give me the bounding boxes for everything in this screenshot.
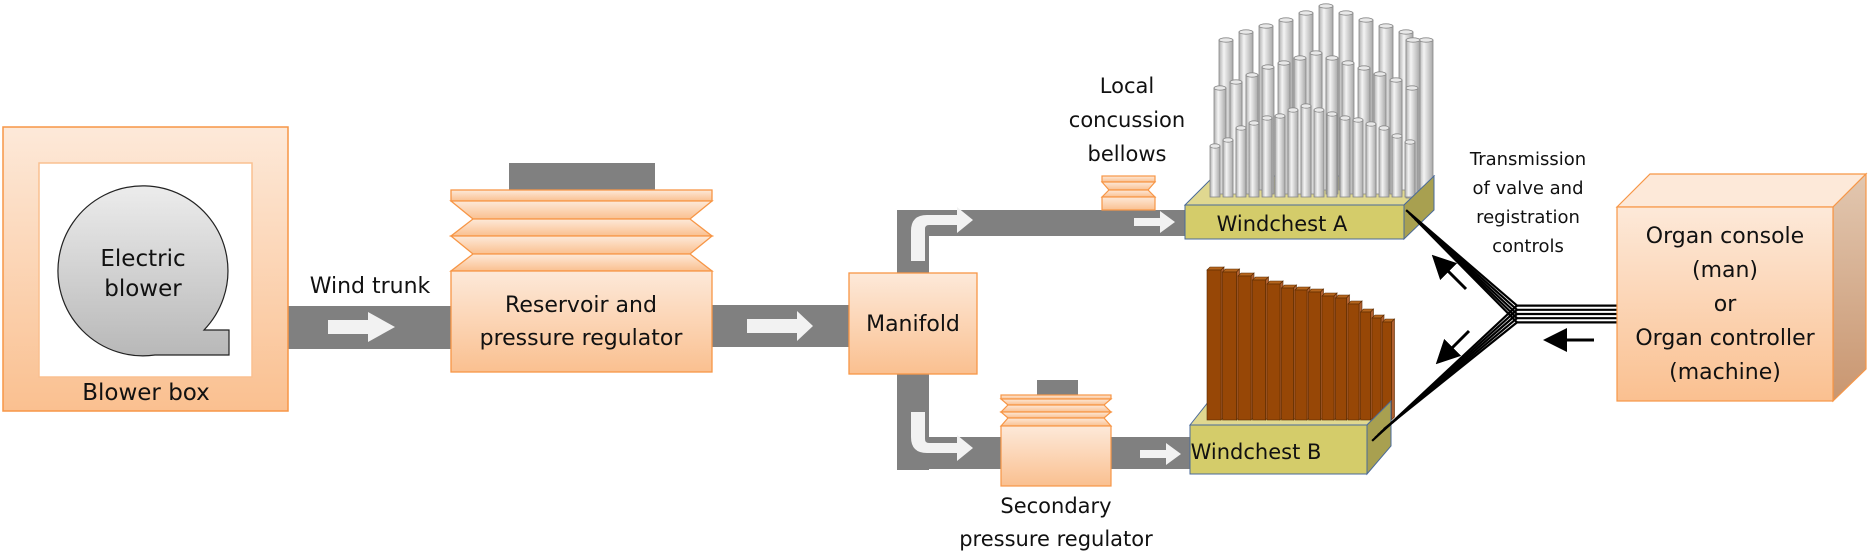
wooden-pipe xyxy=(1237,272,1255,421)
metal-pipe xyxy=(1339,115,1351,198)
electric-blower-label-1: Electric xyxy=(100,246,185,272)
wind-trunk-label: Wind trunk xyxy=(310,274,431,299)
console-label-3: or xyxy=(1714,292,1737,317)
metal-pipe xyxy=(1313,107,1325,198)
metal-pipe xyxy=(1365,121,1377,198)
blower-box-label: Blower box xyxy=(82,380,210,406)
cable-to-windchest-b xyxy=(1383,321,1518,430)
transmission-label-2: of valve and xyxy=(1472,178,1583,199)
transmission-label: Transmission of valve and registration c… xyxy=(1469,149,1586,257)
wooden-pipe xyxy=(1307,288,1325,421)
metal-pipe xyxy=(1418,37,1434,191)
console-label-2: (man) xyxy=(1692,258,1758,283)
transmission-arrows xyxy=(1431,254,1594,365)
wooden-pipe xyxy=(1381,318,1396,421)
secondary-regulator: Secondary pressure regulator xyxy=(959,380,1153,551)
flow-arrow-icon xyxy=(1140,443,1181,465)
metal-pipe xyxy=(1274,113,1286,198)
wooden-pipe xyxy=(1206,266,1225,421)
organ-console: Organ console (man) or Organ controller … xyxy=(1615,172,1868,403)
metal-pipe xyxy=(1248,120,1260,198)
metal-pipe xyxy=(1378,125,1390,198)
metal-pipe xyxy=(1261,115,1273,198)
cable-to-windchest-a xyxy=(1417,221,1518,324)
reservoir-label-2: pressure regulator xyxy=(480,326,684,351)
wooden-pipe xyxy=(1266,280,1284,421)
metal-pipe xyxy=(1326,111,1338,198)
metal-pipes xyxy=(1209,3,1434,199)
secondary-regulator-label-1: Secondary xyxy=(1000,494,1111,518)
flow-arrow-icon xyxy=(1134,211,1175,233)
flow-arrow-icon xyxy=(328,312,395,342)
windchest-b: Windchest B xyxy=(1188,266,1396,476)
local-bellows-label-1: Local xyxy=(1100,74,1154,98)
metal-pipe xyxy=(1391,133,1403,198)
console-label-5: (machine) xyxy=(1669,360,1781,385)
blower-box: Electric blower Blower box xyxy=(2,126,289,412)
transmission-label-4: controls xyxy=(1492,236,1564,257)
wooden-pipe xyxy=(1371,314,1385,421)
manifold-label: Manifold xyxy=(866,312,960,337)
flow-arrows xyxy=(328,207,1181,465)
wooden-pipe xyxy=(1280,284,1298,421)
secondary-regulator-weight xyxy=(1037,380,1078,395)
metal-pipe xyxy=(1300,103,1312,198)
metal-pipe xyxy=(1235,125,1247,198)
wooden-pipe xyxy=(1347,300,1363,421)
metal-pipe xyxy=(1352,117,1364,198)
secondary-regulator-label-2: pressure regulator xyxy=(959,527,1153,551)
windchest-a-front xyxy=(1184,204,1405,240)
transmission-label-3: registration xyxy=(1476,207,1580,228)
curved-arrow-down-icon xyxy=(911,412,973,461)
electric-blower-icon xyxy=(57,185,230,357)
wooden-pipe xyxy=(1294,286,1311,421)
electric-blower-label-2: blower xyxy=(104,276,182,302)
arrow-to-windchest-b-icon xyxy=(1435,329,1471,365)
wooden-pipe xyxy=(1321,292,1338,421)
transmission-label-1: Transmission xyxy=(1469,149,1586,170)
local-bellows-label-3: bellows xyxy=(1088,142,1167,166)
windchest-a-label: Windchest A xyxy=(1217,212,1348,236)
curved-arrow-up-icon xyxy=(911,207,973,261)
metal-pipe xyxy=(1209,143,1221,198)
reservoir-label-1: Reservoir and xyxy=(505,293,657,318)
windchest-a: Windchest A xyxy=(1183,3,1436,241)
arrow-to-windchest-a-icon xyxy=(1431,254,1468,291)
windchest-b-front xyxy=(1189,424,1368,475)
manifold: Manifold xyxy=(848,272,978,375)
windchest-b-label: Windchest B xyxy=(1191,440,1322,464)
reservoir: Reservoir and pressure regulator xyxy=(449,163,714,373)
reservoir-weight xyxy=(509,163,655,190)
console-label-4: Organ controller xyxy=(1635,326,1815,351)
wooden-pipes xyxy=(1206,266,1396,421)
wooden-pipe xyxy=(1221,268,1241,421)
transmission-cables xyxy=(1371,209,1617,442)
wooden-pipe xyxy=(1359,308,1375,421)
wooden-pipe xyxy=(1334,294,1351,421)
wooden-pipe xyxy=(1251,276,1270,421)
local-bellows-label-2: concussion xyxy=(1069,108,1185,132)
metal-pipe xyxy=(1287,107,1299,198)
console-label-1: Organ console xyxy=(1646,224,1804,249)
flow-arrow-icon xyxy=(747,311,813,341)
metal-pipe xyxy=(1222,137,1234,198)
metal-pipe xyxy=(1404,139,1416,198)
local-concussion-bellows: Local concussion bellows xyxy=(1069,74,1185,211)
